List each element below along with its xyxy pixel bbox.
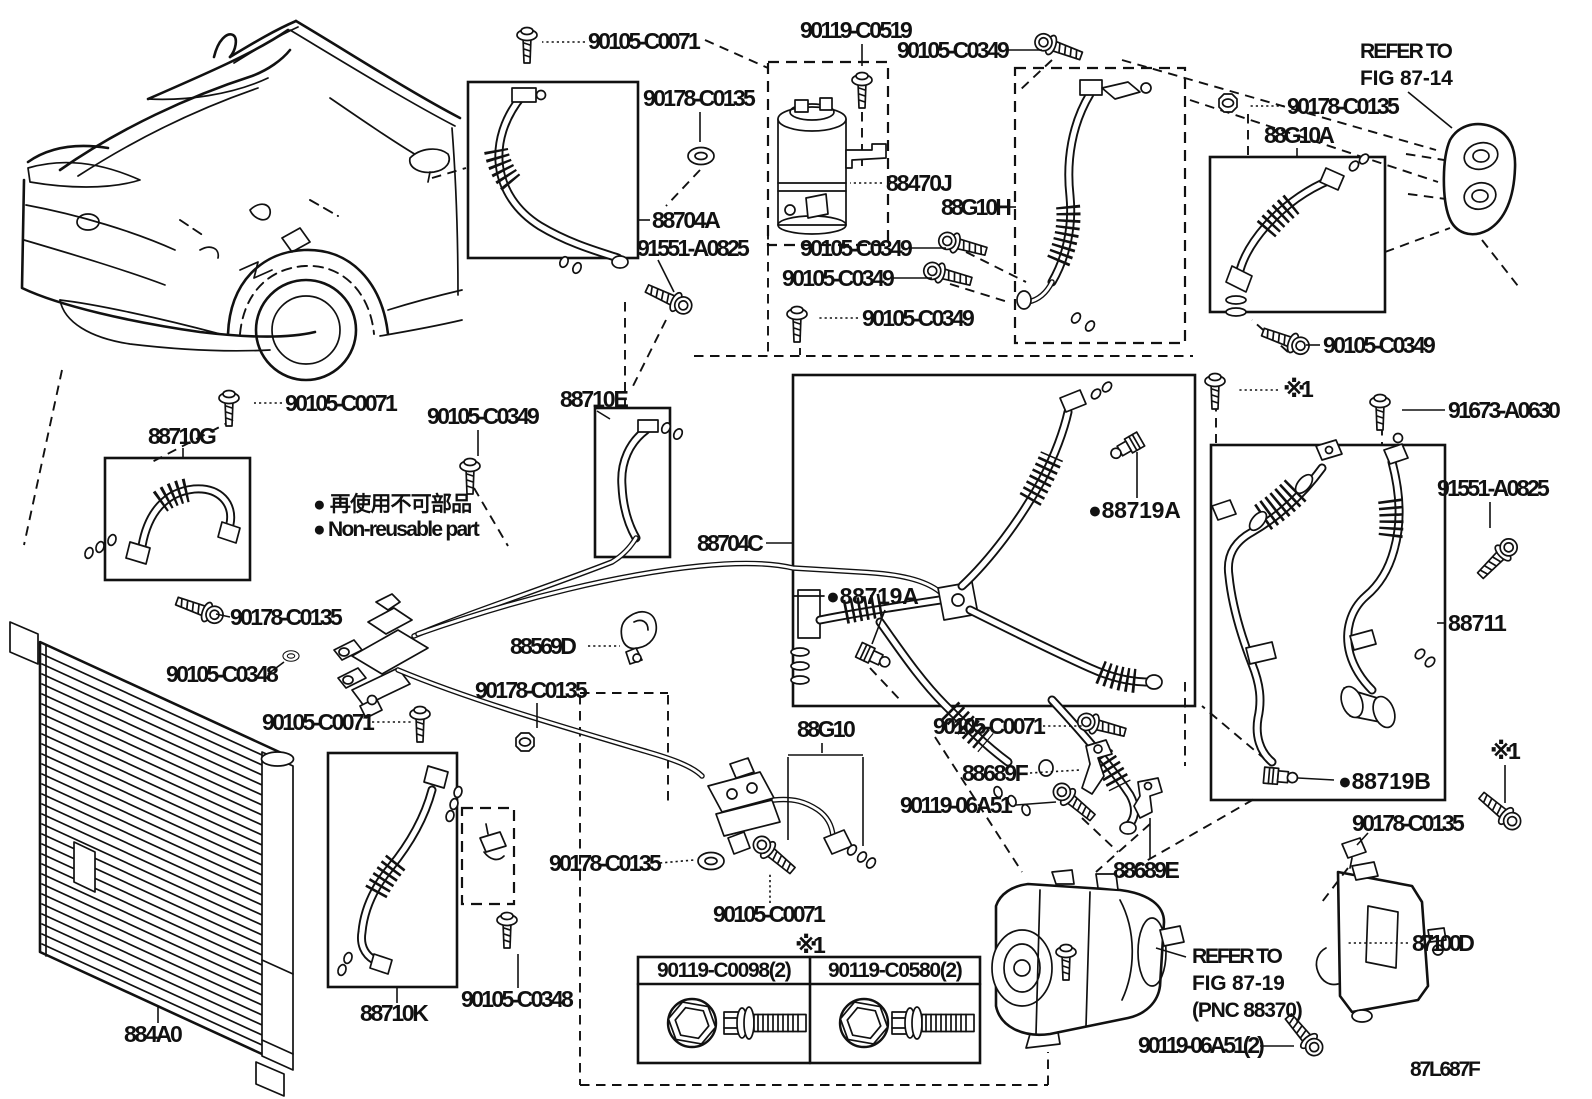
box-88710K [326, 751, 459, 989]
part-label-90105-C0349[interactable]: 90105-C0349 [800, 235, 913, 261]
car-illustration [20, 19, 463, 382]
part-labels: 90105-C0071 90119-C0519 90105-C0349 9017… [124, 17, 1561, 1081]
ref-fig-87-19-line3: (PNC 88370) [1192, 999, 1302, 1022]
compressor [991, 869, 1185, 1049]
part-label-90178-C0135[interactable]: 90178-C0135 [475, 677, 589, 703]
note-symbol-1: ※1 [1490, 738, 1521, 764]
part-label-90119-06A51-2[interactable]: 90119-06A51(2) [1138, 1032, 1265, 1058]
part-label-88719A[interactable]: ●88719A [826, 583, 919, 609]
fastener-table [636, 955, 982, 1065]
washer-90105-C0348 [282, 650, 300, 662]
note-symbol-1: ※1 [795, 932, 826, 958]
part-label-88G10H[interactable]: 88G10H [941, 194, 1012, 220]
clip-small [479, 823, 507, 861]
part-label-90105-C0071[interactable]: 90105-C0071 [713, 901, 827, 927]
part-label-91551-A0825[interactable]: 91551-A0825 [1437, 475, 1551, 501]
part-label-88G10[interactable]: 88G10 [797, 716, 856, 742]
hose-88710G [82, 478, 241, 565]
table-header-90119-C0580[interactable]: 90119-C0580(2) [828, 959, 963, 982]
nut-90178-C0135 [515, 732, 535, 752]
part-label-88719B[interactable]: ●88719B [1338, 768, 1431, 794]
ref-fig-87-14-line1: REFER TO [1360, 40, 1452, 63]
part-label-88710G[interactable]: 88710G [148, 423, 217, 449]
part-label-90105-C0071[interactable]: 90105-C0071 [588, 28, 702, 54]
part-label-90105-C0071[interactable]: 90105-C0071 [285, 390, 399, 416]
junction-88G10 [707, 757, 879, 871]
legend-non-reusable-jp: ● 再使用不可部品 [313, 492, 471, 516]
part-label-88710K[interactable]: 88710K [360, 1000, 430, 1026]
ref-fig-87-19-line1: REFER TO [1192, 945, 1282, 968]
dryer-88470J [777, 97, 887, 235]
part-label-90105-C0071[interactable]: 90105-C0071 [262, 709, 376, 735]
part-label-88719A[interactable]: ●88719A [1088, 497, 1181, 523]
hose-88710K [335, 765, 464, 978]
box-clip-dashed [460, 806, 516, 906]
bracket-88G10-pointer [787, 743, 864, 846]
clip-88689E [1133, 777, 1163, 819]
grommet-90178-C0135 [687, 146, 715, 166]
box-dryer-dashed [766, 60, 890, 247]
part-label-91551-A0825[interactable]: 91551-A0825 [637, 235, 751, 261]
hose-88G10H [1016, 79, 1152, 334]
condenser-884A0 [9, 621, 295, 1097]
part-label-90105-C0349[interactable]: 90105-C0349 [862, 305, 975, 331]
box-88704C [791, 373, 1197, 708]
part-label-87100D[interactable]: 87100D [1412, 930, 1475, 956]
nut-90178-C0135 [1218, 93, 1238, 113]
part-label-90178-C0135[interactable]: 90178-C0135 [230, 604, 344, 630]
part-label-90105-C0349[interactable]: 90105-C0349 [897, 37, 1010, 63]
box-88704A [466, 80, 640, 260]
part-label-90119-06A51[interactable]: 90119-06A51 [900, 792, 1014, 818]
box-88710G [103, 456, 252, 582]
box-88G10A [1208, 155, 1387, 314]
dashed-connector-lines [23, 39, 1519, 1086]
hose-88704A [484, 87, 629, 276]
box-88G10H-dashed [1013, 66, 1187, 345]
note-symbol-1: ※1 [1283, 376, 1314, 402]
legend-non-reusable-en: ● Non-reusable part [313, 518, 480, 541]
part-label-90105-C0349[interactable]: 90105-C0349 [782, 265, 895, 291]
part-label-88710E[interactable]: 88710E [560, 386, 629, 412]
table-header-90119-C0098[interactable]: 90119-C0098(2) [657, 959, 792, 982]
part-label-90105-C0071[interactable]: 90105-C0071 [933, 713, 1047, 739]
part-label-88704A[interactable]: 88704A [652, 207, 721, 233]
part-label-90105-C0348[interactable]: 90105-C0348 [166, 661, 280, 687]
cooler-87100D [1315, 837, 1447, 1023]
part-label-90105-C0349[interactable]: 90105-C0349 [1323, 332, 1436, 358]
clamp-88569D [620, 611, 658, 665]
part-label-88711[interactable]: 88711 [1448, 610, 1508, 636]
part-label-90178-C0135[interactable]: 90178-C0135 [549, 850, 663, 876]
part-label-884A0[interactable]: 884A0 [124, 1021, 183, 1047]
hose-88G10A [1225, 151, 1372, 317]
receiver-tank [261, 751, 294, 1071]
part-label-90178-C0135[interactable]: 90178-C0135 [643, 85, 757, 111]
part-label-90119-C0519[interactable]: 90119-C0519 [800, 17, 913, 43]
part-label-88704C[interactable]: 88704C [697, 530, 764, 556]
leader-lines [157, 41, 1506, 1047]
part-label-88689F[interactable]: 88689F [962, 760, 1030, 786]
grommet-firewall [1442, 122, 1517, 236]
drawing-code: 87L687F [1410, 1058, 1481, 1081]
box-88710E [593, 406, 672, 559]
part-label-90105-C0349[interactable]: 90105-C0349 [427, 403, 540, 429]
part-label-88G10A[interactable]: 88G10A [1264, 122, 1335, 148]
ref-fig-87-19-line2: FIG 87-19 [1192, 972, 1284, 995]
pipe-to-88G10 [395, 667, 705, 779]
clip-88689F [1081, 739, 1113, 795]
part-label-91673-A0630[interactable]: 91673-A0630 [1448, 397, 1561, 423]
side-mirror [409, 148, 451, 174]
ref-fig-87-14-line2: FIG 87-14 [1360, 67, 1453, 90]
part-label-88689E[interactable]: 88689E [1113, 857, 1180, 883]
grommet-90178-C0135 [697, 851, 725, 871]
expansion-valve-assembly [333, 593, 429, 719]
suction-assembly-88704C [790, 379, 1163, 835]
part-label-90178-C0135[interactable]: 90178-C0135 [1352, 810, 1466, 836]
part-label-90105-C0348[interactable]: 90105-C0348 [461, 986, 575, 1012]
part-label-90178-C0135[interactable]: 90178-C0135 [1287, 93, 1401, 119]
hose-assembly-88711 [1211, 432, 1438, 787]
part-label-88470J[interactable]: 88470J [886, 170, 953, 196]
part-label-88569D[interactable]: 88569D [510, 633, 577, 659]
